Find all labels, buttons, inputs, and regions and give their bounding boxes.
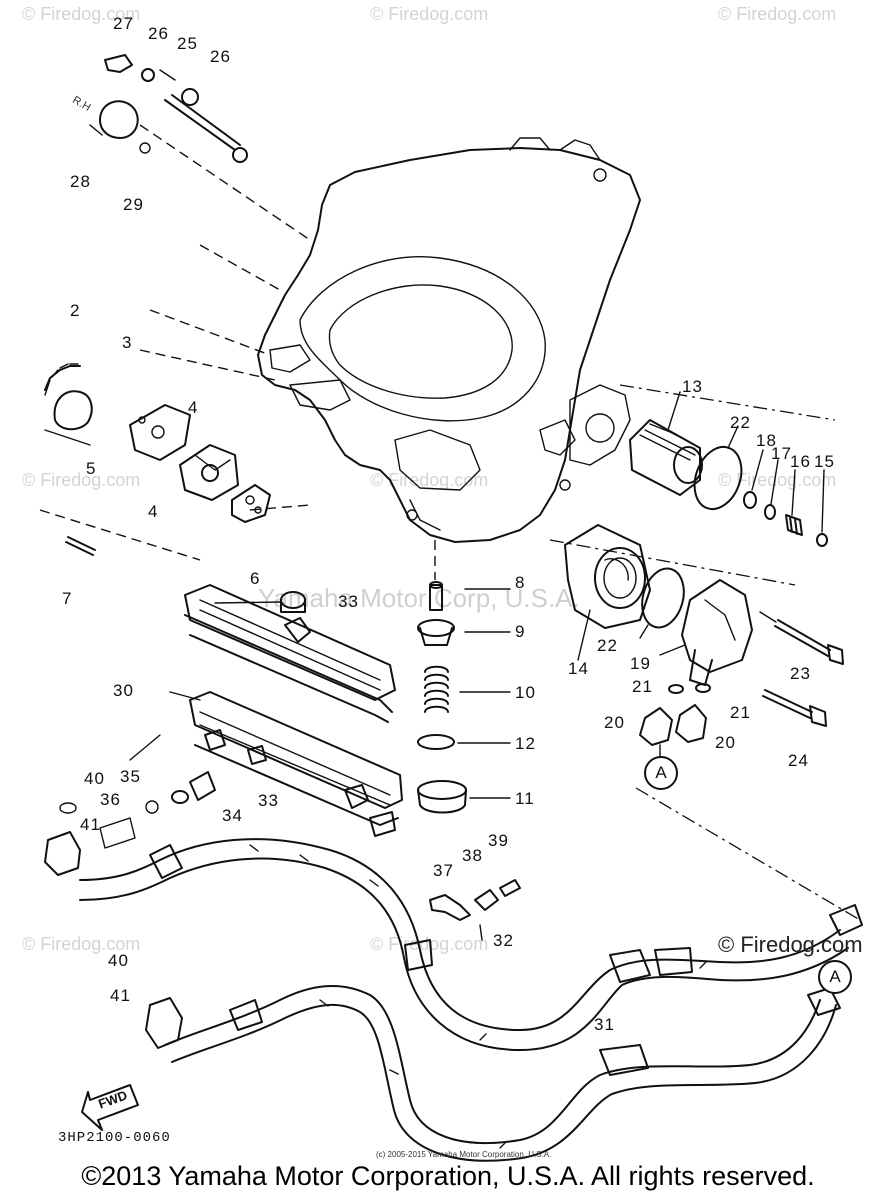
callout-21: 21 — [632, 677, 653, 696]
callout-29: 29 — [123, 195, 144, 214]
callout-33: 33 — [258, 791, 279, 810]
watermark: © Firedog.com — [718, 4, 837, 24]
callout-15: 15 — [814, 452, 835, 471]
callout-35: 35 — [120, 767, 141, 786]
callout-22: 22 — [730, 413, 751, 432]
oil-cooler — [44, 584, 403, 876]
callout-4: 4 — [148, 502, 159, 521]
callout-31: 31 — [594, 1015, 615, 1034]
oil-filter-assembly — [549, 384, 861, 921]
fwd-arrow — [81, 1084, 139, 1131]
callout-26: 26 — [148, 24, 169, 43]
connection-label-a: A — [818, 960, 852, 994]
callout-37: 37 — [433, 861, 454, 880]
watermark: © Firedog.com — [370, 470, 489, 490]
callout-12: 12 — [515, 734, 536, 753]
callout-13: 13 — [682, 377, 703, 396]
hose-clamp-parts — [429, 879, 521, 941]
callout-38: 38 — [462, 846, 483, 865]
callout-26: 26 — [210, 47, 231, 66]
callout-30: 30 — [113, 681, 134, 700]
callout-3: 3 — [122, 333, 133, 352]
callout-27: 27 — [113, 14, 134, 33]
callout-6: 6 — [250, 569, 261, 588]
callout-23: 23 — [790, 664, 811, 683]
callout-40: 40 — [108, 951, 129, 970]
callout-5: 5 — [86, 459, 97, 478]
callout-8: 8 — [515, 573, 526, 592]
callout-20: 20 — [715, 733, 736, 752]
watermark: © Firedog.com — [370, 4, 489, 24]
callout-4: 4 — [188, 398, 199, 417]
callout-41: 41 — [110, 986, 131, 1005]
callout-17: 17 — [771, 444, 792, 463]
callout-21: 21 — [730, 703, 751, 722]
callout-16: 16 — [790, 452, 811, 471]
callout-19: 19 — [630, 654, 651, 673]
callout-34: 34 — [222, 806, 243, 825]
small-copyright: (c) 2005-2015 Yamaha Motor Corporation, … — [376, 1150, 552, 1159]
callout-20: 20 — [604, 713, 625, 732]
callout-39: 39 — [488, 831, 509, 850]
callout-33: 33 — [338, 592, 359, 611]
callout-25: 25 — [177, 34, 198, 53]
callout-11: 11 — [515, 789, 535, 808]
watermark-lower-right: © Firedog.com — [718, 932, 863, 957]
callout-28: 28 — [70, 172, 91, 191]
callout-10: 10 — [515, 683, 536, 702]
callout-32: 32 — [493, 931, 514, 950]
callout-22: 22 — [597, 636, 618, 655]
callout-24: 24 — [788, 751, 809, 770]
callout-14: 14 — [568, 659, 589, 678]
oil-pump-assembly — [44, 363, 271, 556]
callout-41: 41 — [80, 815, 101, 834]
crankcase-outline — [257, 137, 641, 543]
watermark: © Firedog.com — [718, 470, 837, 490]
callout-36: 36 — [100, 790, 121, 809]
callout-18: 18 — [756, 431, 777, 450]
watermark: © Firedog.com — [22, 934, 141, 954]
watermark: © Firedog.com — [22, 470, 141, 490]
callout-9: 9 — [515, 622, 526, 641]
callout-7: 7 — [62, 589, 73, 608]
relief-valve-stack — [417, 581, 511, 814]
upper-left-parts — [89, 54, 248, 163]
part-code: 3HP2100-0060 — [58, 1130, 171, 1146]
center-watermark: Yamaha Motor Corp, U.S.A. — [258, 583, 580, 613]
connection-label-a: A — [644, 756, 678, 790]
watermark: © Firedog.com — [22, 4, 141, 24]
callout-2: 2 — [70, 301, 81, 320]
callout-40: 40 — [84, 769, 105, 788]
footer-copyright: ©2013 Yamaha Motor Corporation, U.S.A. A… — [81, 1161, 815, 1191]
oil-hoses — [79, 838, 863, 1162]
